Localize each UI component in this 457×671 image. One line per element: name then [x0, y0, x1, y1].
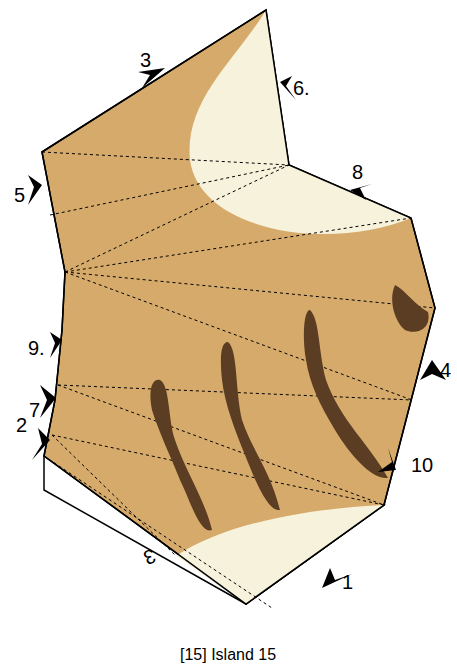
- pale-region: [190, 10, 411, 234]
- callout-number: 4: [440, 360, 451, 380]
- callout-number: 1: [342, 572, 353, 592]
- island-body: [42, 10, 435, 604]
- callout-number: 3: [140, 50, 151, 70]
- figure-caption: [15] Island 15: [180, 647, 276, 663]
- callout-number: 2: [16, 415, 27, 435]
- callout-number: 8: [352, 162, 363, 182]
- callout-number: 9.: [28, 338, 45, 358]
- fold-lines: [42, 152, 435, 608]
- dark-blobs: [150, 285, 428, 530]
- callout-arrows: [28, 68, 446, 588]
- callout-number: 7: [29, 400, 40, 420]
- callout-number: 6.: [293, 78, 310, 98]
- island-outline: [42, 10, 435, 604]
- callout-number: 10: [411, 455, 433, 475]
- callout-number: 5: [14, 185, 25, 205]
